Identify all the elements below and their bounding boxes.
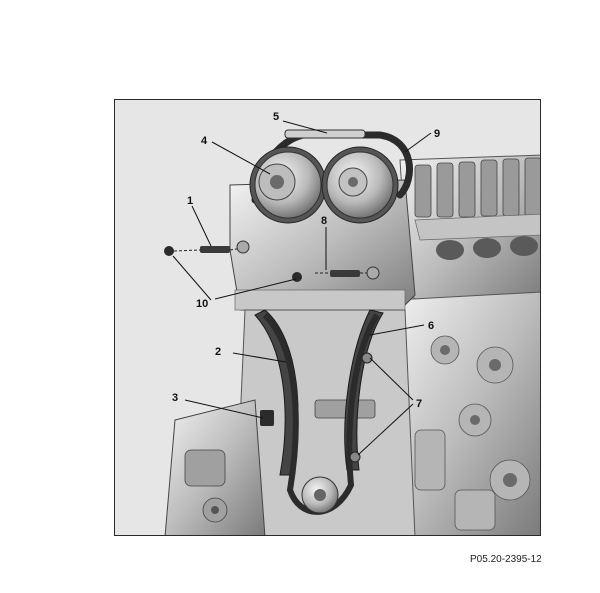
bearing-pin-left — [164, 246, 174, 256]
figure-code: P05.20-2395-12 — [470, 554, 542, 565]
upper-chain-guide — [284, 129, 366, 139]
rail-bolt — [330, 270, 360, 277]
callout-4: 4 — [201, 135, 208, 147]
engine-illustration: 1 2 3 4 5 6 7 8 9 10 — [114, 99, 541, 536]
callout-7: 7 — [416, 398, 422, 410]
callout-6: 6 — [428, 320, 434, 332]
crankshaft-sprocket — [301, 476, 339, 514]
callout-1: 1 — [187, 195, 193, 207]
callout-5: 5 — [273, 111, 279, 123]
callout-9: 9 — [434, 128, 440, 140]
camshaft-sprocket-right — [321, 146, 399, 224]
chain-tensioner — [260, 410, 274, 426]
camshaft-sprocket-left — [249, 146, 327, 224]
callout-2: 2 — [215, 346, 221, 358]
engine-block — [394, 291, 540, 535]
callout-8: 8 — [321, 215, 327, 227]
cylinder-head — [399, 154, 540, 306]
callout-labels: 1 2 3 4 5 6 7 8 9 10 — [172, 111, 440, 410]
guide-rail — [344, 309, 384, 471]
callout-3: 3 — [172, 392, 178, 404]
bearing-pin-center — [292, 272, 302, 282]
callout-leaders — [172, 120, 432, 456]
slide-rail-bolt — [200, 246, 230, 253]
guide-rail-bolt-lower — [349, 451, 361, 463]
callout-10: 10 — [196, 298, 208, 310]
guide-rail-bolt-upper — [361, 352, 373, 364]
